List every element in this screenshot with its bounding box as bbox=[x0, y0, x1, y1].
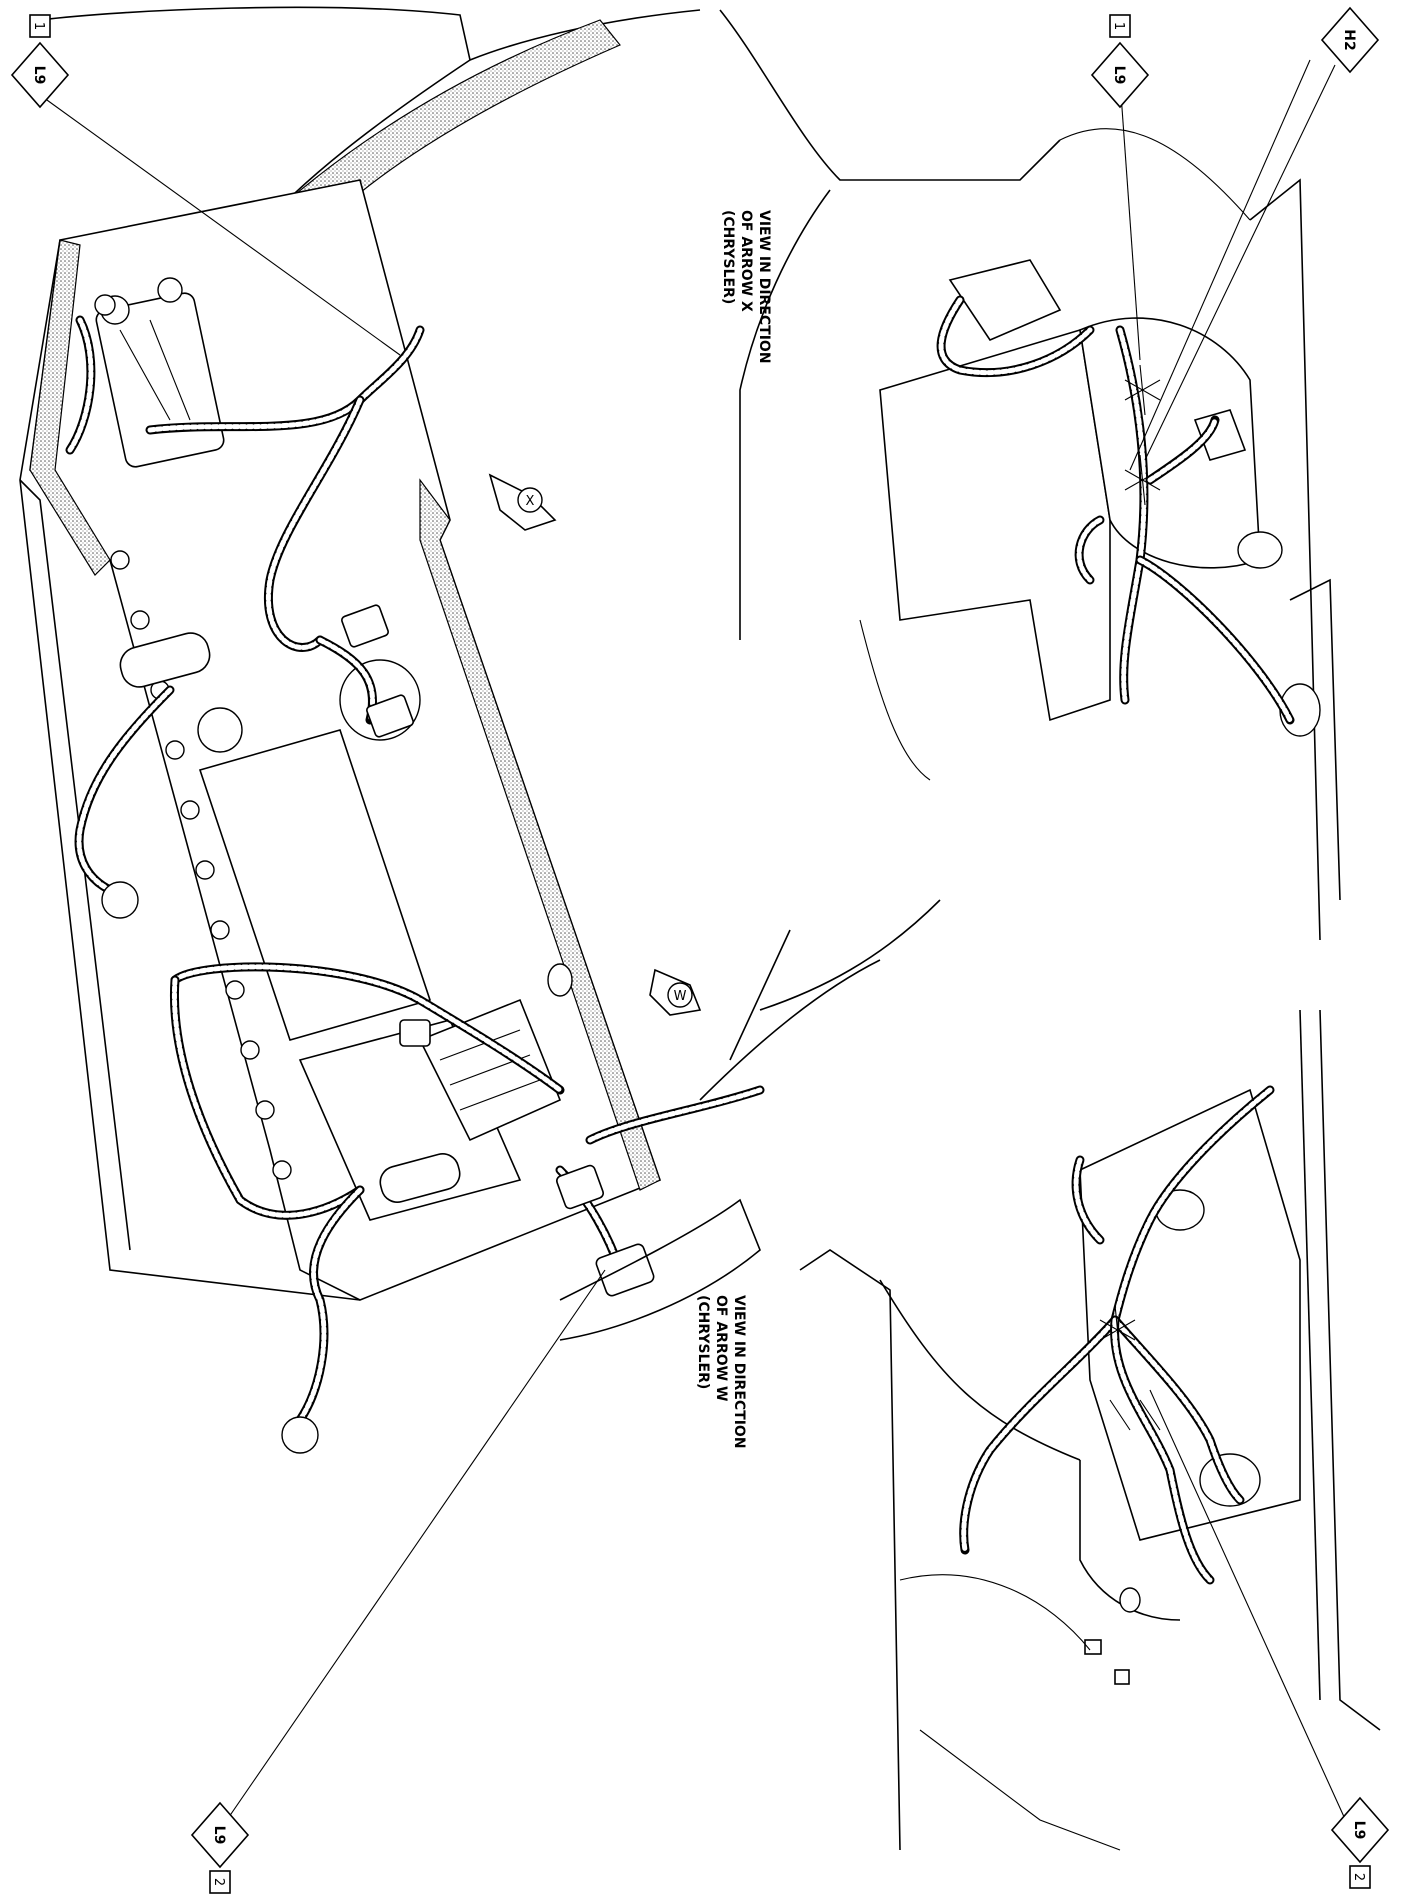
callout-code: H2 bbox=[1341, 29, 1357, 50]
callout-sheet: 1 bbox=[31, 22, 46, 30]
arrow-x: X bbox=[488, 473, 557, 531]
arrow-w: W bbox=[649, 968, 702, 1016]
view-x-caption: VIEW IN DIRECTION OF ARROW X (CHRYSLER) bbox=[720, 210, 772, 364]
callout-sheet: 2 bbox=[1351, 1873, 1366, 1881]
view-w-caption: VIEW IN DIRECTION OF ARROW W (CHRYSLER) bbox=[695, 1295, 747, 1449]
view-x: VIEW IN DIRECTION OF ARROW X (CHRYSLER) bbox=[719, 9, 1341, 941]
view-x-caption-line3: (CHRYSLER) bbox=[720, 210, 736, 304]
callout-view-w-l9: L9 2 bbox=[1330, 1796, 1390, 1889]
callout-code: L9 bbox=[1111, 66, 1127, 85]
view-w-caption-line3: (CHRYSLER) bbox=[695, 1295, 711, 1389]
main-view: X W bbox=[19, 6, 941, 1831]
panel-holes bbox=[110, 550, 292, 1180]
view-w-caption-line1: VIEW IN DIRECTION bbox=[731, 1295, 747, 1449]
connector-icon bbox=[341, 604, 655, 1297]
callout-view-x-h2: H2 bbox=[1320, 6, 1380, 74]
view-w-caption-line2: OF ARROW W bbox=[713, 1295, 729, 1401]
main-harness bbox=[65, 315, 765, 1425]
view-w: VIEW IN DIRECTION OF ARROW W (CHRYSLER) bbox=[695, 1009, 1381, 1851]
callout-code: L9 bbox=[31, 66, 47, 85]
view-x-caption-line2: OF ARROW X bbox=[738, 210, 754, 312]
view-x-caption-line1: VIEW IN DIRECTION bbox=[756, 210, 772, 364]
arrow-x-label: X bbox=[526, 494, 535, 509]
callout-view-x-l9: 1 L9 bbox=[1090, 14, 1150, 109]
callout-code: L9 bbox=[211, 1826, 227, 1845]
callout-code: L9 bbox=[1351, 1821, 1367, 1840]
callout-main-bottom: L9 2 bbox=[190, 1801, 250, 1894]
callout-main-top: 1 L9 bbox=[10, 14, 70, 109]
callout-sheet: 1 bbox=[1111, 22, 1126, 30]
callout-sheet: 2 bbox=[211, 1878, 226, 1886]
arrow-w-label: W bbox=[674, 989, 687, 1004]
bulb-icon bbox=[94, 294, 319, 1454]
